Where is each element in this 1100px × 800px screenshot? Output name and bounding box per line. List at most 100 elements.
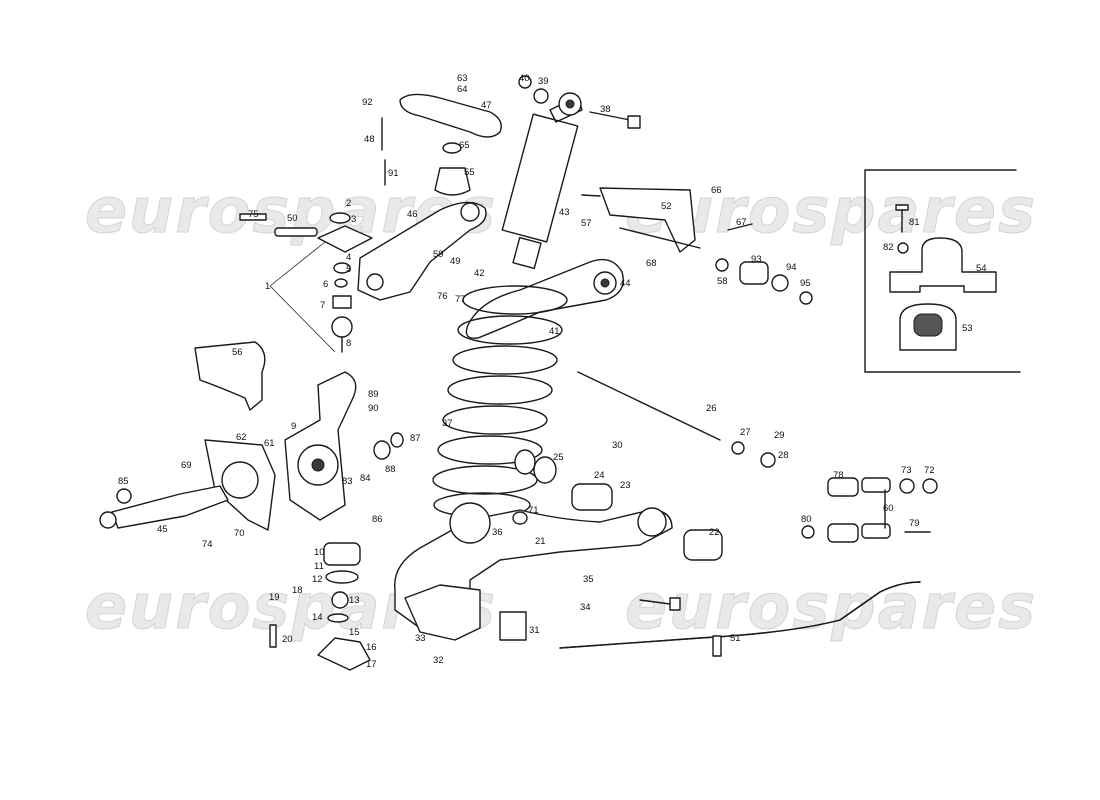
callout-83: 83 [342,476,353,487]
callout-48: 48 [364,134,375,145]
stabilizer-bar [559,581,921,657]
callout-41: 41 [549,326,560,337]
callout-94: 94 [786,262,797,273]
callout-77: 77 [455,294,466,305]
callout-82: 82 [883,242,894,253]
callout-85: 85 [118,476,129,487]
callout-47: 47 [481,100,492,111]
callout-37: 37 [442,418,453,429]
callout-36: 36 [492,527,503,538]
lower-control-arm [394,502,673,641]
callout-90: 90 [368,403,379,414]
upper-arm [465,258,624,339]
callout-28: 28 [778,450,789,461]
callout-78: 78 [833,470,844,481]
callout-93: 93 [751,254,762,265]
callout-22: 22 [709,527,720,538]
callout-49: 49 [450,256,461,267]
callout-labels: 1234567891011121314151617181920212223242… [118,73,987,670]
callout-81: 81 [909,217,920,228]
callout-79: 79 [909,518,920,529]
callout-12: 12 [312,574,323,585]
callout-63: 63 [457,73,468,84]
callout-6: 6 [323,279,328,290]
upper-right-bracket [581,187,813,305]
callout-7: 7 [320,300,325,311]
callout-26: 26 [706,403,717,414]
callout-89: 89 [368,389,379,400]
callout-74: 74 [202,539,213,550]
callout-64: 64 [457,84,468,95]
coil-spring [432,285,568,518]
callout-53: 53 [962,323,973,334]
callout-18: 18 [292,585,303,596]
upper-bracket [357,93,502,301]
callout-91: 91 [388,168,399,179]
callout-15: 15 [349,627,360,638]
callout-5: 5 [346,264,351,275]
callout-86: 86 [372,514,383,525]
callout-50: 50 [287,213,298,224]
callout-72: 72 [924,465,935,476]
callout-45: 45 [157,524,168,535]
callout-30: 30 [612,440,623,451]
callout-40: 40 [519,73,530,84]
callout-14: 14 [312,612,323,623]
callout-10: 10 [314,547,325,558]
callout-11: 11 [314,561,324,572]
callout-8: 8 [346,338,351,349]
callout-68: 68 [646,258,657,269]
callout-19: 19 [269,592,280,603]
callout-21: 21 [535,536,546,547]
callout-39: 39 [538,76,549,87]
lower-joint-stack [269,542,371,671]
callout-34: 34 [580,602,591,613]
callout-32: 32 [433,655,444,666]
callout-35: 35 [583,574,594,585]
callout-76: 76 [437,291,448,302]
callout-75: 75 [248,209,259,220]
callout-80: 80 [801,514,812,525]
callout-60: 60 [883,503,894,514]
callout-61: 61 [264,438,275,449]
watermark: eurospares [625,570,1037,643]
callout-46: 46 [407,209,418,220]
callout-54: 54 [976,263,987,274]
shock-absorber [501,75,641,270]
callout-56: 56 [232,347,243,358]
callout-84: 84 [360,473,371,484]
callout-24: 24 [594,470,605,481]
watermark-group: eurospares eurospares eurospares eurospa… [85,174,1037,644]
callout-92: 92 [362,97,373,108]
callout-27: 27 [740,427,751,438]
callout-3: 3 [351,214,356,225]
bolt-81 [895,204,909,211]
callout-43: 43 [559,207,570,218]
callout-2: 2 [346,198,351,209]
callout-88: 88 [385,464,396,475]
callout-87: 87 [410,433,421,444]
callout-52: 52 [661,201,672,212]
callout-17: 17 [366,659,377,670]
callout-57: 57 [581,218,592,229]
clamp-54 [889,237,997,293]
callout-31: 31 [529,625,540,636]
callout-59: 59 [433,249,444,260]
callout-67: 67 [736,217,747,228]
callout-70: 70 [234,528,245,539]
callout-29: 29 [774,430,785,441]
callout-4: 4 [346,252,351,263]
callout-62: 62 [236,432,247,443]
callout-38: 38 [600,104,611,115]
callout-95: 95 [800,278,811,289]
callout-71: 71 [528,505,539,516]
callout-23: 23 [620,480,631,491]
callout-9: 9 [291,421,296,432]
callout-20: 20 [282,634,293,645]
callout-1: 1 [265,281,270,292]
callout-66: 66 [711,185,722,196]
callout-58: 58 [717,276,728,287]
pivot-stack [239,117,386,353]
callout-16: 16 [366,642,377,653]
